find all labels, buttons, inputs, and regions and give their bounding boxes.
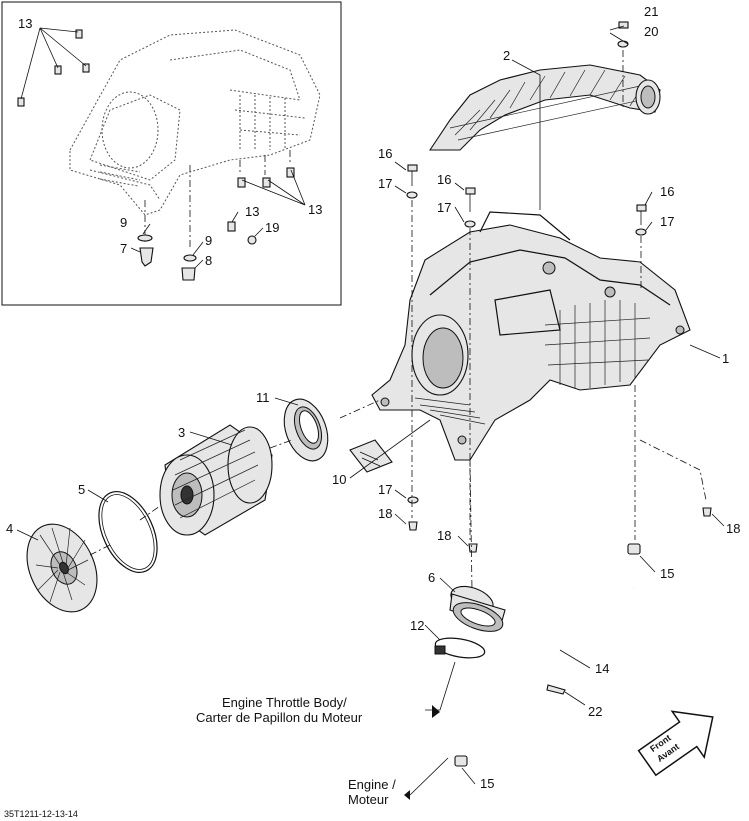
fasteners xyxy=(406,21,712,553)
engine-label-en: Engine / xyxy=(348,777,396,792)
callout-6: 6 xyxy=(428,570,435,585)
callout-7: 7 xyxy=(120,241,127,256)
callout-15-lower: 15 xyxy=(480,776,494,791)
callout-17-middle: 17 xyxy=(437,200,451,215)
callout-8: 8 xyxy=(205,253,212,268)
callout-17-left: 17 xyxy=(378,176,392,191)
callout-19: 19 xyxy=(265,220,279,235)
callout-21: 21 xyxy=(644,4,658,19)
callout-15-upper: 15 xyxy=(660,566,674,581)
callout-9-inset-left: 9 xyxy=(120,215,127,230)
throttle-body-label-fr: Carter de Papillon du Moteur xyxy=(196,710,363,725)
air-filter-element xyxy=(159,424,273,536)
front-direction-arrow xyxy=(637,710,714,777)
document-id: 35T1211-12-13-14 xyxy=(4,809,78,819)
callout-5: 5 xyxy=(78,482,85,497)
seal-ring xyxy=(283,398,329,462)
throttle-body-label-en: Engine Throttle Body/ xyxy=(222,695,347,710)
filter-cover xyxy=(26,523,98,613)
callout-2: 2 xyxy=(503,48,510,63)
callout-14: 14 xyxy=(595,661,609,676)
callout-13-middle: 13 xyxy=(245,204,259,219)
callout-16-middle: 16 xyxy=(437,172,451,187)
callout-numbers: 1 2 3 4 5 6 7 8 9 9 10 11 12 13 13 13 14… xyxy=(6,4,740,791)
callout-16-right: 16 xyxy=(660,184,674,199)
callout-11: 11 xyxy=(256,390,270,405)
callout-17-lower: 17 xyxy=(378,482,392,497)
callout-12: 12 xyxy=(410,618,424,633)
leader-lines xyxy=(16,25,725,800)
assembly-axis-lines xyxy=(89,50,707,591)
drain-hose xyxy=(454,543,641,767)
callout-20: 20 xyxy=(644,24,658,39)
foam-pad xyxy=(349,439,393,473)
hose-clamp xyxy=(434,637,486,659)
callout-9-inset-right: 9 xyxy=(205,233,212,248)
callout-10: 10 xyxy=(332,472,346,487)
airbox-housing xyxy=(371,211,691,461)
callout-22: 22 xyxy=(588,704,602,719)
callout-18-middle: 18 xyxy=(437,528,451,543)
destination-labels: Engine Throttle Body/ Carter de Papillon… xyxy=(4,695,681,819)
callout-17-right: 17 xyxy=(660,214,674,229)
callout-13-top-left: 13 xyxy=(18,16,32,31)
o-ring xyxy=(98,491,158,573)
callout-13-right: 13 xyxy=(308,202,322,217)
inset-detail-panel xyxy=(1,1,342,306)
callout-4: 4 xyxy=(6,521,13,536)
throttle-adapter xyxy=(449,585,506,632)
callout-1: 1 xyxy=(722,351,729,366)
engine-label-fr: Moteur xyxy=(348,792,389,807)
callout-3: 3 xyxy=(178,425,185,440)
callout-18-right: 18 xyxy=(726,521,740,536)
callout-16-left: 16 xyxy=(378,146,392,161)
callout-18-left: 18 xyxy=(378,506,392,521)
intake-tube xyxy=(428,64,661,151)
clip-13-group-inset xyxy=(17,29,295,232)
